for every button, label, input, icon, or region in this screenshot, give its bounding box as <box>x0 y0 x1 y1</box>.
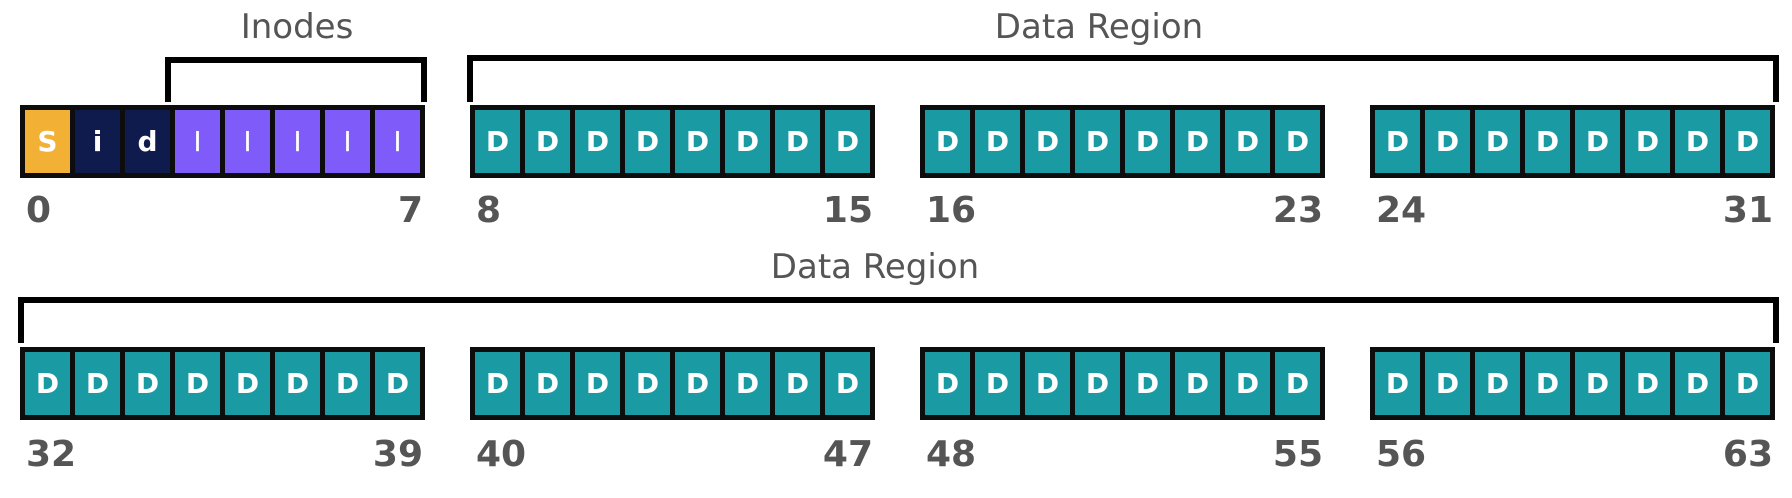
block-number-start: 56 <box>1376 434 1427 475</box>
block-number-start: 24 <box>1376 190 1427 231</box>
data-block: D <box>1625 110 1670 173</box>
data-block: D <box>1625 352 1670 415</box>
block-number-end: 23 <box>1272 190 1323 231</box>
data-region-title-bottom: Data Region <box>770 247 980 287</box>
block-number-start: 0 <box>26 190 52 231</box>
inode-bitmap-block: i <box>75 110 120 173</box>
data-block: D <box>525 110 570 173</box>
block-number-end: 39 <box>372 434 423 475</box>
data-block: D <box>975 110 1020 173</box>
data-block: D <box>75 352 120 415</box>
block-number-end: 31 <box>1722 190 1773 231</box>
data-block: D <box>325 352 370 415</box>
data-block: D <box>1425 352 1470 415</box>
data-block: D <box>1675 352 1720 415</box>
data-block: D <box>1175 110 1220 173</box>
block-number-end: 55 <box>1272 434 1323 475</box>
inodes-bracket <box>165 57 427 102</box>
data-block: D <box>475 352 520 415</box>
data-region-title-top: Data Region <box>994 7 1204 47</box>
data-block: D <box>775 110 820 173</box>
data-block: D <box>1425 110 1470 173</box>
data-block: D <box>275 352 320 415</box>
data-block: D <box>1075 110 1120 173</box>
data-block: D <box>1125 110 1170 173</box>
block-number-start: 16 <box>926 190 977 231</box>
inodes-title: Inodes <box>240 7 354 47</box>
block-number-end: 63 <box>1722 434 1773 475</box>
data-block: D <box>1525 352 1570 415</box>
data-block: D <box>475 110 520 173</box>
data-bitmap-block: d <box>125 110 170 173</box>
inode-block: I <box>375 110 420 173</box>
data-block: D <box>925 110 970 173</box>
data-block: D <box>1275 110 1320 173</box>
data-block: D <box>1725 110 1770 173</box>
block-number-end: 15 <box>822 190 873 231</box>
data-block: D <box>675 110 720 173</box>
data-block: D <box>675 352 720 415</box>
inode-block: I <box>225 110 270 173</box>
data-block: D <box>1025 352 1070 415</box>
data-block: D <box>825 110 870 173</box>
data-block: D <box>1075 352 1120 415</box>
block-number-start: 48 <box>926 434 977 475</box>
data-block: D <box>975 352 1020 415</box>
superblock-block: S <box>25 110 70 173</box>
data-block: D <box>1575 110 1620 173</box>
data-block: D <box>525 352 570 415</box>
data-block: D <box>1025 110 1070 173</box>
block-number-start: 32 <box>26 434 77 475</box>
data-region-bracket-bottom <box>18 297 1779 343</box>
data-block: D <box>725 352 770 415</box>
data-block: D <box>1175 352 1220 415</box>
data-block: D <box>1575 352 1620 415</box>
data-block: D <box>1375 352 1420 415</box>
data-block: D <box>625 110 670 173</box>
data-block: D <box>775 352 820 415</box>
data-block: D <box>125 352 170 415</box>
data-block: D <box>1675 110 1720 173</box>
data-block: D <box>1475 352 1520 415</box>
data-block: D <box>575 352 620 415</box>
block-number-end: 7 <box>397 190 423 231</box>
data-block: D <box>1225 352 1270 415</box>
data-block: D <box>1225 110 1270 173</box>
data-block: D <box>1275 352 1320 415</box>
block-number-start: 8 <box>476 190 502 231</box>
data-block: D <box>1475 110 1520 173</box>
data-block: D <box>1525 110 1570 173</box>
block-number-end: 47 <box>822 434 873 475</box>
data-block: D <box>175 352 220 415</box>
data-block: D <box>1375 110 1420 173</box>
data-block: D <box>225 352 270 415</box>
data-block: D <box>375 352 420 415</box>
data-block: D <box>925 352 970 415</box>
data-block: D <box>825 352 870 415</box>
data-block: D <box>575 110 620 173</box>
data-region-bracket-top <box>467 55 1779 102</box>
data-block: D <box>625 352 670 415</box>
block-number-start: 40 <box>476 434 527 475</box>
data-block: D <box>1725 352 1770 415</box>
data-block: D <box>1125 352 1170 415</box>
data-block: D <box>725 110 770 173</box>
data-block: D <box>25 352 70 415</box>
inode-block: I <box>275 110 320 173</box>
inode-block: I <box>175 110 220 173</box>
inode-block: I <box>325 110 370 173</box>
